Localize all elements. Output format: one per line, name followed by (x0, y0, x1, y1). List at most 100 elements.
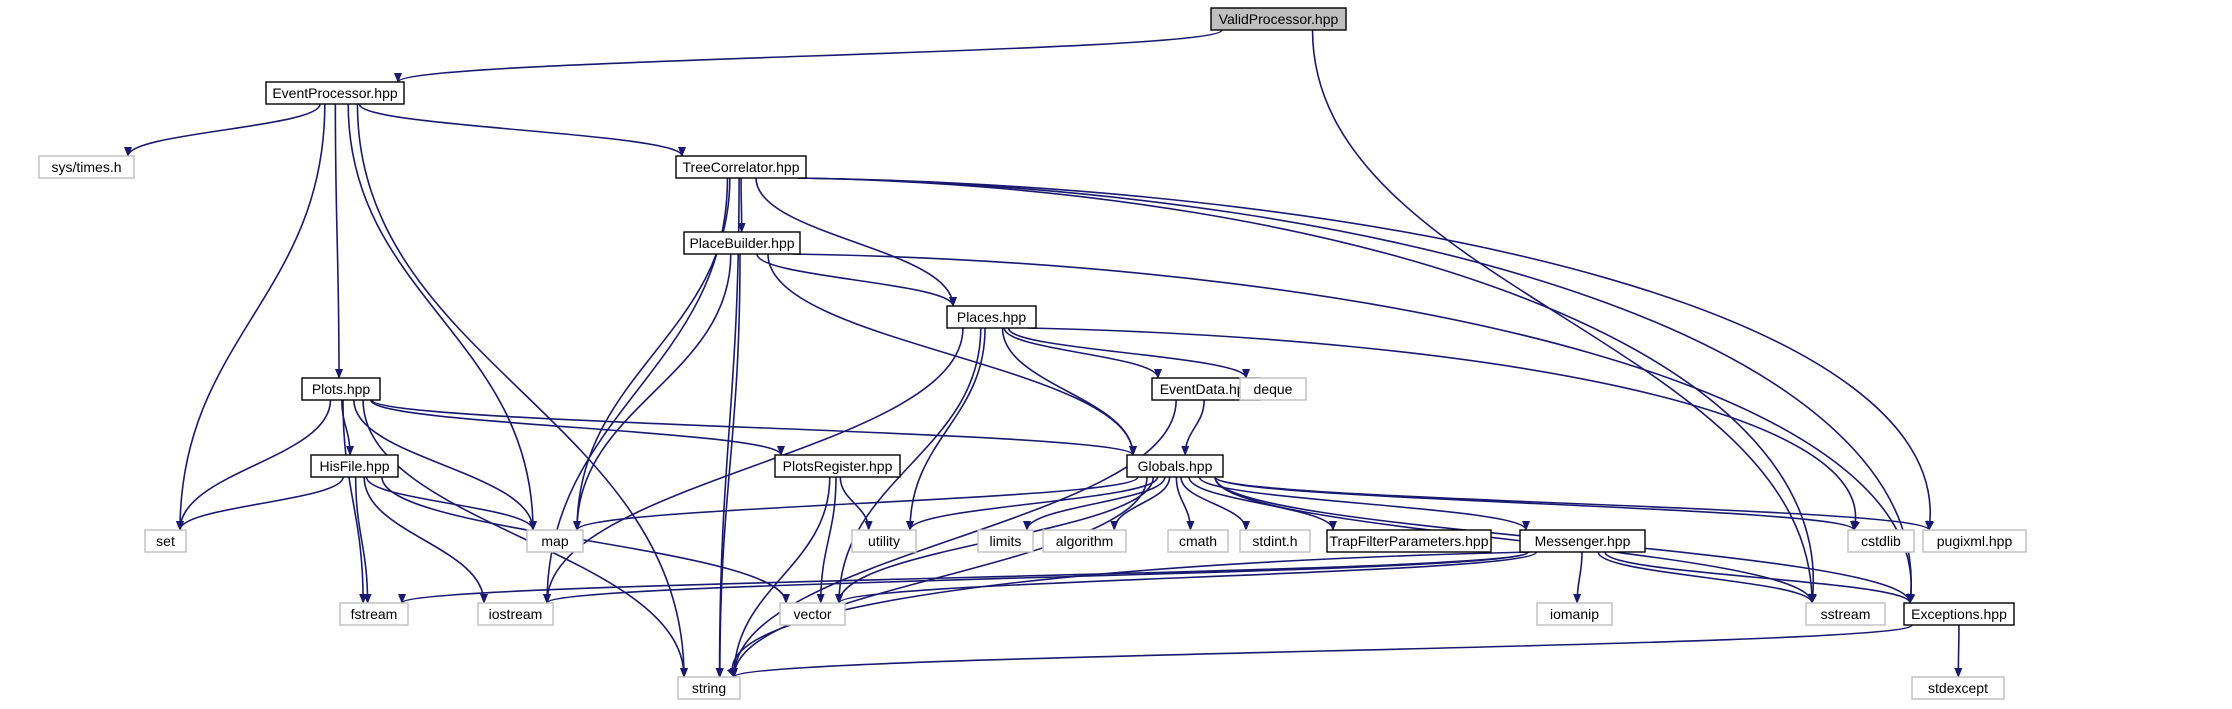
node-globals-hpp[interactable]: Globals.hpp (1126, 454, 1224, 478)
node-label: cstdlib (1861, 533, 1901, 549)
edge-placebuilder-to-map (573, 253, 732, 531)
node-cmath: cmath (1167, 529, 1229, 553)
node-box (1326, 529, 1492, 553)
edge-treecorrelator-to-sstream (797, 177, 1818, 604)
edge-placebuilder-to-places (756, 253, 957, 307)
edge-hisfile-to-vector (381, 476, 790, 604)
edge-globals-to-cmath (1175, 476, 1195, 531)
node-label: stdint.h (1252, 533, 1297, 549)
node-fstream: fstream (339, 602, 409, 626)
node-box (1042, 529, 1127, 553)
node-box (779, 602, 846, 626)
node-label: sys/times.h (51, 159, 121, 175)
edge-eventprocessor-to-string (356, 103, 688, 678)
edge-placebuilder-to-exceptions (791, 253, 1916, 604)
node-label: vector (793, 606, 831, 622)
node-box (1239, 529, 1311, 553)
node-box (144, 529, 187, 553)
edge-messenger-to-iostream (543, 551, 1529, 604)
edge-plotsregister-to-vector (816, 476, 837, 604)
edge-globals-to-limits (1023, 476, 1166, 531)
node-vector: vector (779, 602, 846, 626)
edge-eventprocessor-to-systimes (124, 103, 321, 157)
node-label: stdexcept (1928, 680, 1988, 696)
node-string: string (677, 676, 741, 700)
node-label: PlotsRegister.hpp (783, 458, 893, 474)
node-label: TrapFilterParameters.hpp (1330, 533, 1489, 549)
edge-plotsregister-to-string (730, 476, 831, 678)
edge-plots-to-plotsregister (369, 399, 785, 456)
node-box (677, 676, 741, 700)
node-box (1903, 602, 2015, 626)
edge-treecorrelator-to-map (573, 177, 731, 531)
edge-messenger-to-iomanip (1573, 551, 1583, 604)
node-label: pugixml.hpp (1937, 533, 2013, 549)
node-box (265, 81, 405, 105)
node-label: set (156, 533, 175, 549)
edge-eventdata-to-string (730, 399, 1177, 678)
edge-places-to-iostream (543, 327, 964, 604)
node-cstdlib: cstdlib (1847, 529, 1915, 553)
node-label: Plots.hpp (312, 381, 371, 397)
edge-globals-to-map (573, 476, 1139, 531)
node-stdexcept: stdexcept (1911, 676, 2005, 700)
edge-eventprocessor-to-map (347, 103, 537, 531)
edge-globals-to-algorithm (1110, 476, 1171, 531)
node-hisfile-hpp[interactable]: HisFile.hpp (310, 454, 399, 478)
edge-placebuilder-to-globals (767, 253, 1137, 456)
edges-layer (124, 29, 1963, 678)
edge-places-to-eventdata (1003, 327, 1162, 379)
node-label: iostream (489, 606, 543, 622)
node-plots-hpp[interactable]: Plots.hpp (301, 377, 381, 401)
edge-validprocessor-to-sstream (1311, 29, 1816, 604)
edge-treecorrelator-to-pugixml (797, 177, 1935, 531)
node-exceptions-hpp[interactable]: Exceptions.hpp (1903, 602, 2015, 626)
node-eventdata-hpp[interactable]: EventData.hpp (1151, 377, 1261, 401)
node-stdint-h: stdint.h (1239, 529, 1311, 553)
edge-messenger-to-vector (835, 551, 1538, 604)
edge-globals-to-sstream (1214, 476, 1816, 604)
node-label: string (692, 680, 726, 696)
edge-hisfile-to-fstream (354, 476, 372, 604)
node-box (1167, 529, 1229, 553)
node-eventprocessor-hpp[interactable]: EventProcessor.hpp (265, 81, 405, 105)
node-pugixml-hpp: pugixml.hpp (1922, 529, 2027, 553)
node-placebuilder-hpp[interactable]: PlaceBuilder.hpp (683, 231, 801, 255)
node-label: EventData.hpp (1160, 381, 1253, 397)
node-box (675, 155, 807, 179)
node-box (526, 529, 584, 553)
node-label: cmath (1179, 533, 1217, 549)
edge-eventprocessor-to-treecorrelator (358, 103, 686, 157)
node-box (946, 305, 1037, 329)
node-box (851, 529, 917, 553)
node-limits: limits (977, 529, 1034, 553)
node-label: limits (990, 533, 1022, 549)
node-box (683, 231, 801, 255)
edge-plots-to-map (353, 399, 537, 531)
node-places-hpp[interactable]: Places.hpp (946, 305, 1037, 329)
node-label: HisFile.hpp (319, 458, 389, 474)
node-label: sstream (1821, 606, 1871, 622)
node-box (1519, 529, 1646, 553)
node-utility: utility (851, 529, 917, 553)
edge-hisfile-to-set (176, 476, 344, 531)
edge-plots-to-globals (371, 399, 1137, 456)
node-box (1805, 602, 1886, 626)
node-plotsregister-hpp[interactable]: PlotsRegister.hpp (774, 454, 901, 478)
node-messenger-hpp[interactable]: Messenger.hpp (1519, 529, 1646, 553)
edge-places-to-vector (835, 327, 982, 604)
node-treecorrelator-hpp[interactable]: TreeCorrelator.hpp (675, 155, 807, 179)
node-validprocessor-hpp[interactable]: ValidProcessor.hpp (1210, 7, 1347, 31)
edge-globals-to-cstdlib (1214, 476, 1858, 531)
edge-messenger-to-sstream (1597, 551, 1816, 604)
edge-globals-to-stdint (1180, 476, 1250, 531)
node-box (1210, 7, 1347, 31)
node-box (977, 529, 1034, 553)
edge-globals-to-messenger (1198, 476, 1530, 531)
node-box (38, 155, 135, 179)
node-trapfilterparameters-hpp[interactable]: TrapFilterParameters.hpp (1326, 529, 1492, 553)
node-map: map (526, 529, 584, 553)
edge-treecorrelator-to-placebuilder (737, 177, 746, 233)
